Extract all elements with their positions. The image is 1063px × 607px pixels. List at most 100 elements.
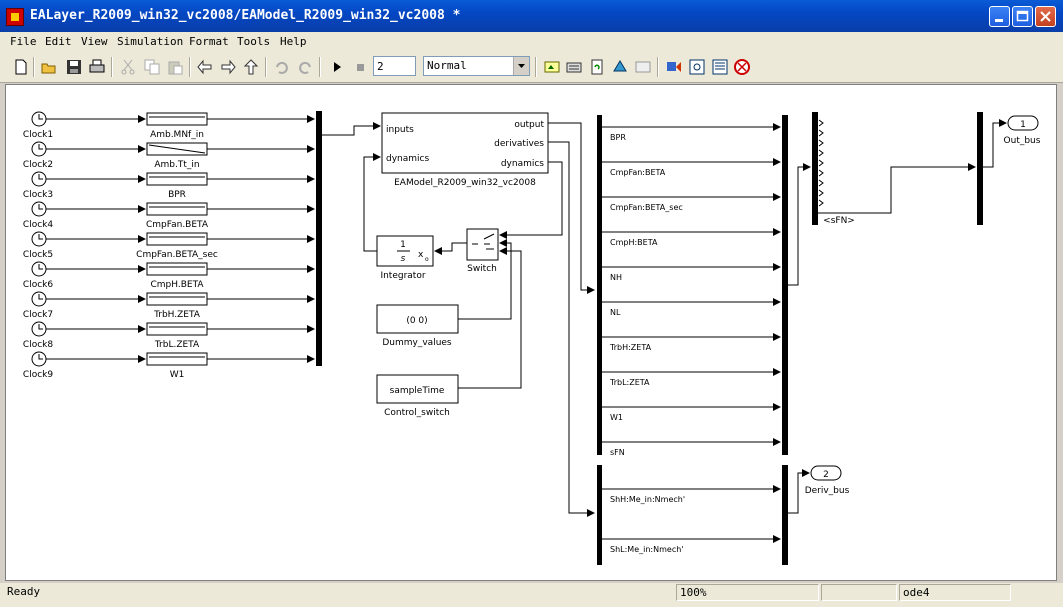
help-icon[interactable] [734, 59, 750, 75]
menu-simulation[interactable]: Simulation [117, 35, 184, 48]
sfn-bus-selector[interactable] [812, 112, 818, 225]
clock-icon [38, 204, 43, 210]
back-icon[interactable] [197, 59, 213, 75]
lookup-block[interactable] [146, 202, 208, 216]
outport-1[interactable] [1007, 115, 1039, 131]
lookup-block[interactable] [146, 322, 208, 336]
close-button[interactable] [1035, 6, 1056, 27]
toolbar-separator [189, 57, 191, 77]
switch-block[interactable] [466, 228, 499, 261]
build-icon[interactable] [544, 59, 560, 75]
switch-label: Switch [467, 264, 497, 274]
switch-symbol [472, 233, 495, 250]
bus-signal-label: BPR [610, 133, 626, 142]
bus-creator-1[interactable] [782, 115, 788, 455]
zoom-level: 100% [676, 584, 819, 601]
minimize-button[interactable] [989, 6, 1010, 27]
bus-signal-label: TrbH:ZETA [609, 343, 652, 352]
print-icon[interactable] [89, 59, 105, 75]
menu-tools[interactable]: Tools [237, 35, 271, 48]
model-out-port-output: output [514, 120, 544, 130]
forward-icon[interactable] [220, 59, 236, 75]
model-in-port-inputs: inputs [386, 125, 414, 135]
signal-line-output [548, 122, 595, 294]
toolbar-separator [265, 57, 267, 77]
signal-line-switch-to-integrator [434, 242, 467, 255]
maximize-button[interactable] [1012, 6, 1033, 27]
bus-creator-2[interactable] [782, 465, 788, 565]
menu-help[interactable]: Help [280, 35, 307, 48]
clock-icon [38, 294, 43, 300]
out-bus-creator[interactable] [977, 112, 983, 225]
bus-signal-label: NL [610, 308, 621, 317]
update-icon[interactable] [566, 59, 582, 75]
toolbar [0, 52, 1063, 83]
simulink-app-icon[interactable] [6, 8, 24, 26]
maximize-icon [1016, 10, 1029, 22]
model-explorer-icon[interactable] [635, 59, 651, 75]
signal-line-mux-to-model [322, 122, 381, 136]
clock-label: Clock1 [23, 130, 53, 140]
simulation-mode-select[interactable]: Normal [423, 56, 530, 76]
save-icon[interactable] [66, 59, 82, 75]
bus-selector-2[interactable] [597, 465, 602, 565]
bus-signal-label: CmpFan:BETA [610, 168, 666, 177]
lookup-block[interactable] [146, 352, 208, 366]
paste-icon[interactable] [167, 59, 183, 75]
menu-view[interactable]: View [81, 35, 108, 48]
menu-edit[interactable]: Edit [45, 35, 72, 48]
sfn-output-port [818, 129, 824, 137]
integrator-numerator: 1 [400, 240, 406, 250]
lookup-label: TrbL.ZETA [154, 340, 200, 350]
bus-selector-1[interactable] [597, 115, 602, 455]
signal-line-sfn-to-outbus [818, 163, 976, 214]
lookup-graph [148, 144, 206, 154]
title-bar[interactable]: EALayer_R2009_win32_vc2008/EAModel_R2009… [0, 0, 1063, 32]
redo-icon[interactable] [297, 59, 313, 75]
new-icon[interactable] [13, 59, 29, 75]
properties-icon[interactable] [689, 59, 705, 75]
status-text: Ready [7, 585, 41, 598]
lookup-label: TrbH.ZETA [153, 310, 201, 320]
lookup-label: CmpFan.BETA_sec [136, 250, 218, 260]
refresh-icon[interactable] [589, 59, 605, 75]
signal-lines [322, 119, 1007, 517]
close-icon [1040, 11, 1051, 22]
open-icon[interactable] [41, 59, 57, 75]
bus-signal-label: NH [610, 273, 622, 282]
control-switch-block[interactable] [376, 374, 459, 404]
mux-block[interactable] [316, 111, 322, 366]
lookup-block[interactable] [146, 112, 208, 126]
copy-icon[interactable] [144, 59, 160, 75]
outport-2[interactable] [810, 465, 842, 481]
undo-icon[interactable] [274, 59, 290, 75]
library-icon[interactable] [612, 59, 628, 75]
menu-bar: File Edit View Simulation Format Tools H… [0, 32, 1063, 52]
up-icon[interactable] [243, 59, 259, 75]
lookup-label: Amb.Tt_in [154, 160, 199, 170]
integrator-ic-sub: o [425, 256, 429, 263]
debugger-icon[interactable] [666, 59, 682, 75]
lookup-label: CmpFan.BETA [146, 220, 209, 230]
model-block[interactable] [381, 112, 549, 174]
lookup-block[interactable] [146, 262, 208, 276]
dummy-values-block[interactable] [376, 304, 459, 334]
lookup-block[interactable] [146, 232, 208, 246]
clock-label: Clock6 [23, 280, 53, 290]
clock-icon [38, 144, 43, 150]
menu-file[interactable]: File [10, 35, 37, 48]
control-switch-content: sampleTime [390, 386, 445, 396]
lookup-block[interactable] [146, 172, 208, 186]
clock-icon [38, 354, 43, 360]
profiler-icon[interactable] [712, 59, 728, 75]
sfn-label: <sFN> [823, 216, 855, 226]
menu-format[interactable]: Format [189, 35, 229, 48]
chevron-down-icon[interactable] [513, 57, 529, 75]
lookup-block[interactable] [146, 292, 208, 306]
cut-icon[interactable] [120, 59, 136, 75]
stop-time-field[interactable] [373, 56, 416, 76]
play-icon[interactable] [329, 59, 345, 75]
stop-icon[interactable] [352, 59, 368, 75]
